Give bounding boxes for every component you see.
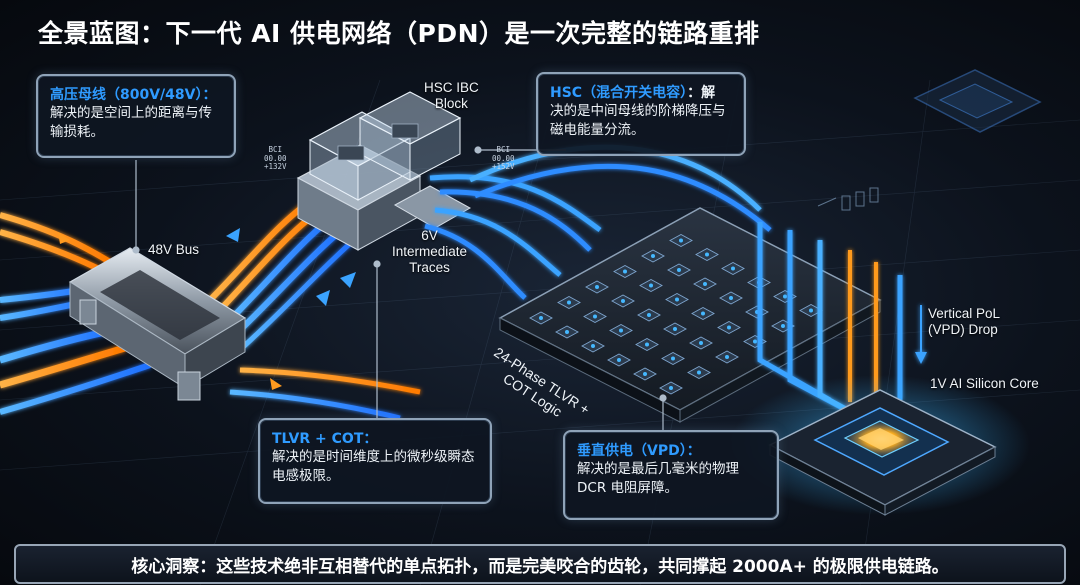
callout-body: 解决的是最后几毫米的物理DCR 电阻屏障。 xyxy=(577,461,739,497)
flow-arrows xyxy=(58,232,282,390)
phase-module-led xyxy=(679,238,683,243)
phase-module-led xyxy=(673,327,677,331)
phase-module-led xyxy=(705,252,709,257)
phase-module-led xyxy=(701,311,705,316)
callout-body: 解决的是时间维度上的微秒级瞬态电感极限。 xyxy=(272,449,475,485)
phase-module-led xyxy=(783,294,787,299)
phase-module-led xyxy=(567,300,571,305)
phase-module-led xyxy=(595,285,599,289)
phase-module-led xyxy=(617,358,621,362)
callout-hsc: HSC（混合开关电容）：解 决的是中间母线的阶梯降压与磁电能量分流。 xyxy=(536,72,746,156)
label-48v-bus: 48V Bus xyxy=(148,242,200,257)
label-vpd-drop: Vertical PoL (VPD) Drop xyxy=(928,306,1001,338)
phase-module-led xyxy=(675,297,679,302)
phase-module-led xyxy=(699,341,703,345)
callout-heading: 垂直供电（VPD）： xyxy=(577,443,701,459)
phase-module-led xyxy=(727,325,731,330)
callout-heading-sep: ：解 xyxy=(687,85,716,101)
hsc-ibc-block xyxy=(296,91,472,251)
callout-high-voltage-bus: 高压母线（800V/48V）： 解决的是空间上的距离与传输损耗。 xyxy=(36,74,236,158)
phase-module-led xyxy=(729,296,733,300)
phase-module-led xyxy=(619,328,623,333)
callout-vpd: 垂直供电（VPD）： 解决的是最后几毫米的物理DCR 电阻屏障。 xyxy=(563,430,779,520)
phase-module-led xyxy=(621,299,625,303)
phase-module-led xyxy=(565,330,569,334)
callout-body: 决的是中间母线的阶梯降压与磁电能量分流。 xyxy=(550,103,726,139)
bus-connector xyxy=(68,247,247,401)
ai-silicon-core-chip xyxy=(730,375,1030,516)
readout-glyphs xyxy=(817,187,879,211)
callout-body: 解决的是空间上的距离与传输损耗。 xyxy=(50,105,212,141)
label-silicon-core: 1V AI Silicon Core xyxy=(930,376,1039,391)
phase-module-led xyxy=(647,313,651,317)
callout-heading: HSC（混合开关电容） xyxy=(550,85,688,101)
phase-module-led xyxy=(671,356,675,361)
insight-banner: 核心洞察：这些技术绝非互相替代的单点拓扑，而是完美咬合的齿轮，共同撑起 2000… xyxy=(14,544,1066,584)
callout-tlvr-cot: TLVR + COT： 解决的是时间维度上的微秒级瞬态电感极限。 xyxy=(258,418,492,504)
insight-text: 核心洞察：这些技术绝非互相替代的单点拓扑，而是完美咬合的齿轮，共同撑起 2000… xyxy=(131,556,949,577)
phase-module-led xyxy=(593,314,597,319)
phase-module-led xyxy=(645,342,649,347)
decorative-chip-top-right xyxy=(913,69,1042,133)
phase-module-led xyxy=(539,316,543,320)
phase-module-led xyxy=(591,344,595,348)
phase-module-led xyxy=(781,324,785,328)
phase-module-led xyxy=(651,254,655,258)
phase-module-led xyxy=(731,266,735,271)
page-title: 全景蓝图：下一代 AI 供电网络（PDN）是一次完整的链路重排 xyxy=(38,19,760,48)
phase-module-led xyxy=(669,386,673,390)
phase-module-led xyxy=(703,282,707,286)
flow-arrows-blue xyxy=(226,228,356,306)
phase-module-led xyxy=(649,283,653,288)
phase-module-led xyxy=(677,268,681,272)
label-intermediate-traces: 6V Intermediate Traces xyxy=(392,228,468,276)
phase-module-led xyxy=(725,355,729,359)
readout-left: BCI 00.00 +132V xyxy=(264,145,287,172)
phase-module-led xyxy=(643,372,647,376)
callout-heading: TLVR + COT： xyxy=(272,431,378,447)
phase-module-led xyxy=(809,308,813,313)
label-hsc-ibc-block: HSC IBC Block xyxy=(424,80,479,112)
phase-module-led xyxy=(753,339,757,344)
tlvr-board xyxy=(498,207,882,423)
readout-right: BCI 00.00 +152V xyxy=(492,145,515,172)
callout-heading: 高压母线（800V/48V）： xyxy=(50,87,217,103)
phase-module-led xyxy=(697,370,701,375)
phase-module-led xyxy=(623,269,627,274)
tlvr-phase-modules xyxy=(529,233,823,395)
connector-output-flows xyxy=(229,367,421,421)
